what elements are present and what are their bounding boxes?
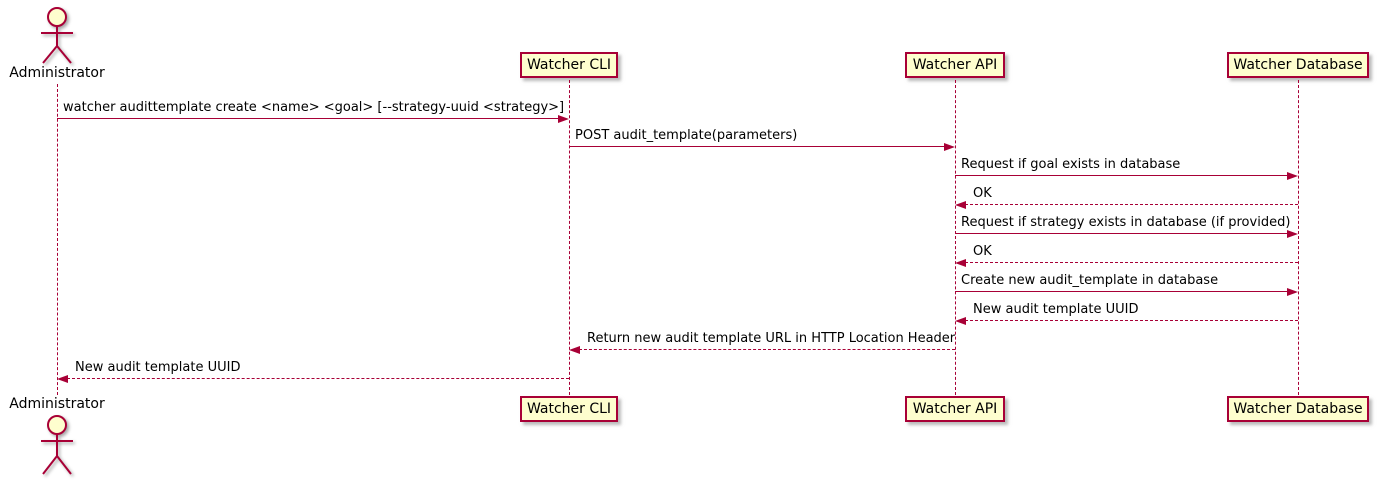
lifeline-watcher-api [955, 80, 956, 395]
message-line [965, 320, 1298, 321]
message-label: Request if strategy exists in database (… [961, 215, 1291, 230]
message-line [579, 349, 955, 350]
message-label: Return new audit template URL in HTTP Lo… [587, 331, 956, 346]
message-arrowhead [944, 143, 955, 151]
message-label: New audit template UUID [75, 360, 241, 375]
message-label: Request if goal exists in database [961, 157, 1181, 172]
message-line [955, 233, 1288, 234]
message-line [67, 378, 569, 379]
message-label: OK [973, 244, 992, 259]
message-line [965, 262, 1298, 263]
message-label: Create new audit_template in database [961, 273, 1219, 288]
participant-watcher-db-bottom: Watcher Database [1227, 396, 1369, 422]
message-line [57, 118, 559, 119]
message-label: watcher audittemplate create <name> <goa… [63, 100, 565, 115]
message-arrowhead [955, 317, 966, 325]
actor-label-top: Administrator [9, 65, 105, 81]
participant-watcher-db-top: Watcher Database [1227, 52, 1369, 78]
message-arrowhead [558, 115, 569, 123]
lifeline-watcher-db [1298, 80, 1299, 395]
actor-icon-top [41, 7, 73, 64]
message-arrowhead [955, 201, 966, 209]
message-label: New audit template UUID [973, 302, 1139, 317]
participant-watcher-cli-bottom: Watcher CLI [520, 396, 618, 422]
message-line [955, 291, 1288, 292]
message-arrowhead [1287, 230, 1298, 238]
message-arrowhead [1287, 288, 1298, 296]
lifeline-administrator [57, 84, 58, 395]
message-arrowhead [57, 375, 68, 383]
participant-watcher-cli-top: Watcher CLI [520, 52, 618, 78]
message-arrowhead [955, 259, 966, 267]
message-line [955, 175, 1288, 176]
message-arrowhead [569, 346, 580, 354]
message-line [569, 146, 945, 147]
participant-watcher-api-top: Watcher API [905, 52, 1005, 78]
message-line [965, 204, 1298, 205]
actor-label-bottom: Administrator [9, 396, 105, 412]
message-arrowhead [1287, 172, 1298, 180]
actor-icon-bottom [41, 415, 73, 475]
message-label: OK [973, 186, 992, 201]
participant-watcher-api-bottom: Watcher API [905, 396, 1005, 422]
lifeline-watcher-cli [569, 80, 570, 395]
message-label: POST audit_template(parameters) [575, 128, 798, 143]
